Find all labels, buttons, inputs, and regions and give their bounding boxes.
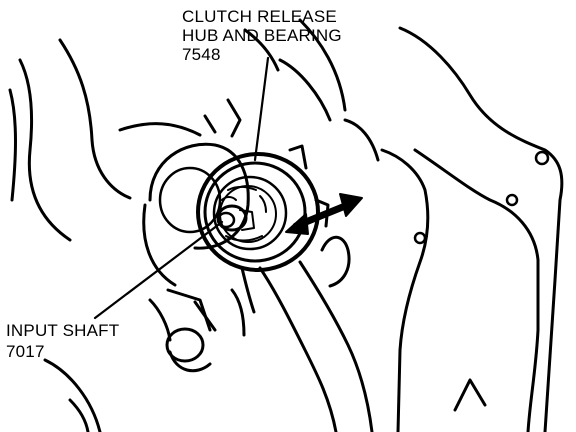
- input-shaft-leader-line: [93, 220, 224, 320]
- clutch-part-number: 7548: [182, 45, 221, 64]
- clutch-release-hub-and-bearing: [196, 144, 330, 314]
- clutch-leader-line: [253, 56, 270, 162]
- input-shaft-part-number: 7017: [6, 342, 45, 361]
- transmission-housing: [243, 18, 564, 432]
- release-fork: [230, 235, 374, 432]
- clutch-label-line2: HUB AND BEARING: [182, 26, 342, 45]
- clutch-label-line1: CLUTCH RELEASE: [182, 7, 337, 26]
- input-shaft-label: INPUT SHAFT: [6, 321, 120, 340]
- movement-arrow: [285, 193, 363, 235]
- bell-housing: [8, 38, 242, 432]
- input-shaft: [216, 204, 255, 232]
- bolt-boss: [148, 298, 217, 373]
